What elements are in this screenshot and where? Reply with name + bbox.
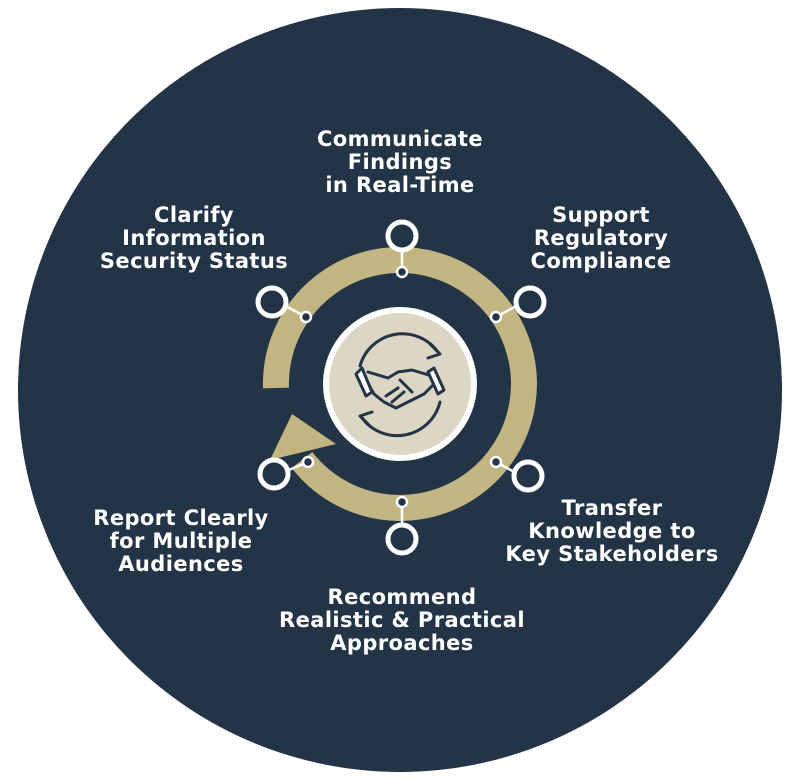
node-transfer [511, 459, 545, 493]
label-line: Realistic & Practical [279, 608, 525, 632]
connector-support [489, 285, 547, 324]
node-report [257, 457, 291, 491]
handshake-cycle-icon [354, 332, 446, 438]
label-line: for Multiple [109, 529, 253, 553]
label-line: Audiences [118, 552, 244, 576]
label-line: Knowledge to [528, 519, 696, 543]
connector-recommend [385, 495, 419, 556]
label-line: Compliance [530, 249, 672, 273]
label-line: Report Clearly [93, 506, 269, 530]
label-line: Communicate [316, 127, 483, 151]
label-line: in Real-Time [325, 173, 475, 197]
label-clarify: Clarify Information Security Status [78, 204, 310, 273]
node-clarify [255, 285, 289, 319]
label-transfer: Transfer Knowledge to Key Stakeholders [484, 497, 740, 566]
label-line: Key Stakeholders [505, 542, 719, 566]
connector-communicate [385, 219, 419, 279]
label-communicate: Communicate Findings in Real-Time [290, 128, 510, 197]
label-line: Clarify [154, 203, 234, 227]
cycle-ring-arrowhead [270, 414, 336, 460]
label-support: Support Regulatory Compliance [496, 204, 706, 273]
connector-transfer [489, 455, 545, 493]
label-line: Support [552, 203, 650, 227]
label-line: Security Status [99, 249, 289, 273]
cycle-ring [262, 247, 537, 521]
node-recommend [385, 522, 419, 556]
label-line: Recommend [327, 585, 477, 609]
label-line: Findings [347, 150, 453, 174]
label-line: Approaches [330, 631, 474, 655]
label-line: Regulatory [533, 226, 669, 250]
connector-report [257, 455, 315, 491]
label-line: Transfer [561, 496, 663, 520]
label-recommend: Recommend Realistic & Practical Approach… [252, 586, 552, 655]
node-support [513, 285, 547, 319]
connector-clarify [255, 285, 313, 324]
node-communicate [385, 219, 419, 253]
label-line: Information [122, 226, 266, 250]
label-report: Report Clearly for Multiple Audiences [68, 507, 294, 576]
